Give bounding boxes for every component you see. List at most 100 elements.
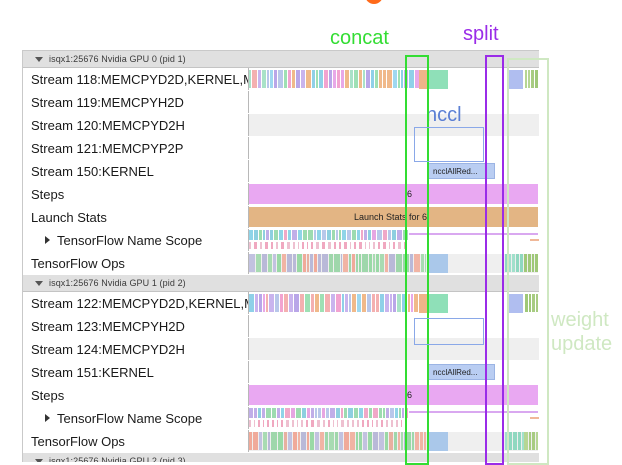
timeline-row[interactable]: TensorFlow Ops <box>23 430 539 453</box>
row-lane[interactable] <box>249 407 539 429</box>
row-lane[interactable] <box>249 315 539 337</box>
row-lane[interactable]: ncclAllRed... <box>249 160 539 182</box>
row-label-text: TensorFlow Ops <box>31 433 125 449</box>
row-lane[interactable] <box>249 430 539 452</box>
timeline-row[interactable]: Stream 118:MEMCPYD2D,KERNEL,ME <box>23 68 539 91</box>
row-label[interactable]: Stream 124:MEMCPYD2H <box>23 338 249 360</box>
row-label[interactable]: Launch Stats <box>23 206 249 228</box>
steps-bar[interactable]: 6 <box>249 184 538 204</box>
expand-triangle-icon[interactable] <box>45 414 50 422</box>
row-label[interactable]: Stream 122:MEMCPYD2D,KERNEL,MI <box>23 292 249 314</box>
row-lane[interactable]: 6 <box>249 384 539 406</box>
timeline-bar-strip[interactable] <box>249 408 409 418</box>
timeline-row[interactable]: Stream 151:KERNEL ncclAllRed... <box>23 361 539 384</box>
row-lane[interactable] <box>249 114 539 136</box>
timeline-bar-strip[interactable] <box>249 70 427 88</box>
row-label-text: Stream 151:KERNEL <box>31 364 154 380</box>
timeline-block[interactable] <box>419 294 427 313</box>
timeline-bar-strip[interactable] <box>249 230 409 240</box>
trace-viewer[interactable]: isqx1:25676 Nvidia GPU 0 (pid 1) Stream 1… <box>22 50 539 462</box>
row-label-text: Stream 118:MEMCPYD2D,KERNEL,ME <box>31 71 249 87</box>
nccl-allreduce-block[interactable]: ncclAllRed... <box>428 163 495 179</box>
annotation-label-weight-update: weight update <box>551 308 612 356</box>
timeline-row[interactable]: Stream 121:MEMCPYP2P <box>23 137 539 160</box>
timeline-block[interactable] <box>249 115 538 136</box>
annotation-label-concat: concat <box>330 27 389 49</box>
timeline-bar-strip[interactable] <box>249 420 409 427</box>
row-label[interactable]: Stream 123:MEMCPYH2D <box>23 315 249 337</box>
namescope-thin-line <box>409 411 538 413</box>
timeline-block[interactable] <box>428 254 448 273</box>
weight-update-line1: weight <box>551 309 609 331</box>
row-lane[interactable]: 6 <box>249 183 539 205</box>
row-lane[interactable] <box>249 252 539 274</box>
row-label[interactable]: TensorFlow Ops <box>23 430 249 452</box>
row-lane[interactable]: ncclAllRed... <box>249 361 539 383</box>
timeline-block[interactable] <box>249 339 538 360</box>
timeline-block[interactable] <box>428 432 448 451</box>
nccl-allreduce-block[interactable]: ncclAllRed... <box>428 364 495 380</box>
row-label[interactable]: Stream 151:KERNEL <box>23 361 249 383</box>
collapse-caret-icon[interactable] <box>35 458 43 462</box>
timeline-row[interactable]: TensorFlow Name Scope <box>23 407 539 430</box>
timeline-block[interactable] <box>508 70 523 89</box>
timeline-bar-strip[interactable] <box>249 254 427 272</box>
row-lane[interactable] <box>249 292 539 314</box>
row-label[interactable]: TensorFlow Name Scope <box>23 407 249 429</box>
timeline-bar-strip[interactable] <box>249 432 427 450</box>
row-label[interactable]: Stream 118:MEMCPYD2D,KERNEL,ME <box>23 68 249 90</box>
timeline-row[interactable]: Stream 150:KERNEL ncclAllRed... <box>23 160 539 183</box>
timeline-bar-strip[interactable] <box>524 432 539 450</box>
timeline-bar-strip[interactable] <box>249 242 409 249</box>
row-lane[interactable]: Launch Stats for 6 <box>249 206 539 228</box>
timeline-row[interactable]: TensorFlow Name Scope <box>23 229 539 252</box>
timeline-block[interactable] <box>428 70 448 89</box>
timeline-block[interactable] <box>419 70 427 89</box>
row-label-text: TensorFlow Name Scope <box>57 232 203 248</box>
row-label[interactable]: Steps <box>23 183 249 205</box>
row-label-text: Steps <box>31 186 65 202</box>
row-label-text: Stream 120:MEMCPYD2H <box>31 117 185 133</box>
timeline-block[interactable] <box>428 294 448 313</box>
row-lane[interactable] <box>249 91 539 113</box>
timeline-bar-strip[interactable] <box>249 294 427 312</box>
row-label-text: Stream 119:MEMCPYH2D <box>31 94 184 110</box>
namescope-thin-line-2 <box>530 239 539 241</box>
timeline-block[interactable] <box>508 294 523 313</box>
expand-triangle-icon[interactable] <box>45 236 50 244</box>
group-header[interactable]: isqx1:25676 Nvidia GPU 1 (pid 2) <box>23 275 539 292</box>
weight-update-line2: update <box>551 333 613 355</box>
row-label[interactable]: Stream 150:KERNEL <box>23 160 249 182</box>
row-label[interactable]: TensorFlow Name Scope <box>23 229 249 251</box>
row-label-text: Stream 123:MEMCPYH2D <box>31 318 185 334</box>
steps-bar[interactable]: 6 <box>249 385 538 405</box>
row-label[interactable]: Steps <box>23 384 249 406</box>
row-label[interactable]: TensorFlow Ops <box>23 252 249 274</box>
collapse-caret-icon[interactable] <box>35 56 43 62</box>
row-label[interactable]: Stream 120:MEMCPYD2H <box>23 114 249 136</box>
timeline-row[interactable]: Stream 119:MEMCPYH2D <box>23 91 539 114</box>
timeline-row[interactable]: Steps 6 <box>23 183 539 206</box>
group-header[interactable]: isqx1:25676 Nvidia GPU 0 (pid 1) <box>23 51 539 68</box>
timeline-row[interactable]: Stream 123:MEMCPYH2D <box>23 315 539 338</box>
timeline-row[interactable]: Stream 120:MEMCPYD2H <box>23 114 539 137</box>
group-title-text: isqx1:25676 Nvidia GPU 0 (pid 1) <box>49 54 186 64</box>
row-label-text: Stream 122:MEMCPYD2D,KERNEL,MI <box>31 295 249 311</box>
launch-stats-bar[interactable]: Launch Stats for 6 <box>249 207 538 227</box>
timeline-row[interactable]: Stream 124:MEMCPYD2H <box>23 338 539 361</box>
timeline-row[interactable]: Stream 122:MEMCPYD2D,KERNEL,MI <box>23 292 539 315</box>
timeline-bar-strip[interactable] <box>525 294 539 312</box>
row-lane[interactable] <box>249 229 539 251</box>
row-label[interactable]: Stream 119:MEMCPYH2D <box>23 91 249 113</box>
row-label[interactable]: Stream 121:MEMCPYP2P <box>23 137 249 159</box>
timeline-bar-strip[interactable] <box>524 254 539 272</box>
timeline-bar-strip[interactable] <box>525 70 539 88</box>
timeline-row[interactable]: TensorFlow Ops <box>23 252 539 275</box>
row-lane[interactable] <box>249 137 539 159</box>
row-lane[interactable] <box>249 68 539 90</box>
collapse-caret-icon[interactable] <box>35 280 43 286</box>
row-lane[interactable] <box>249 338 539 360</box>
group-header[interactable]: isqx1:25676 Nvidia GPU 2 (pid 3) <box>23 453 539 462</box>
